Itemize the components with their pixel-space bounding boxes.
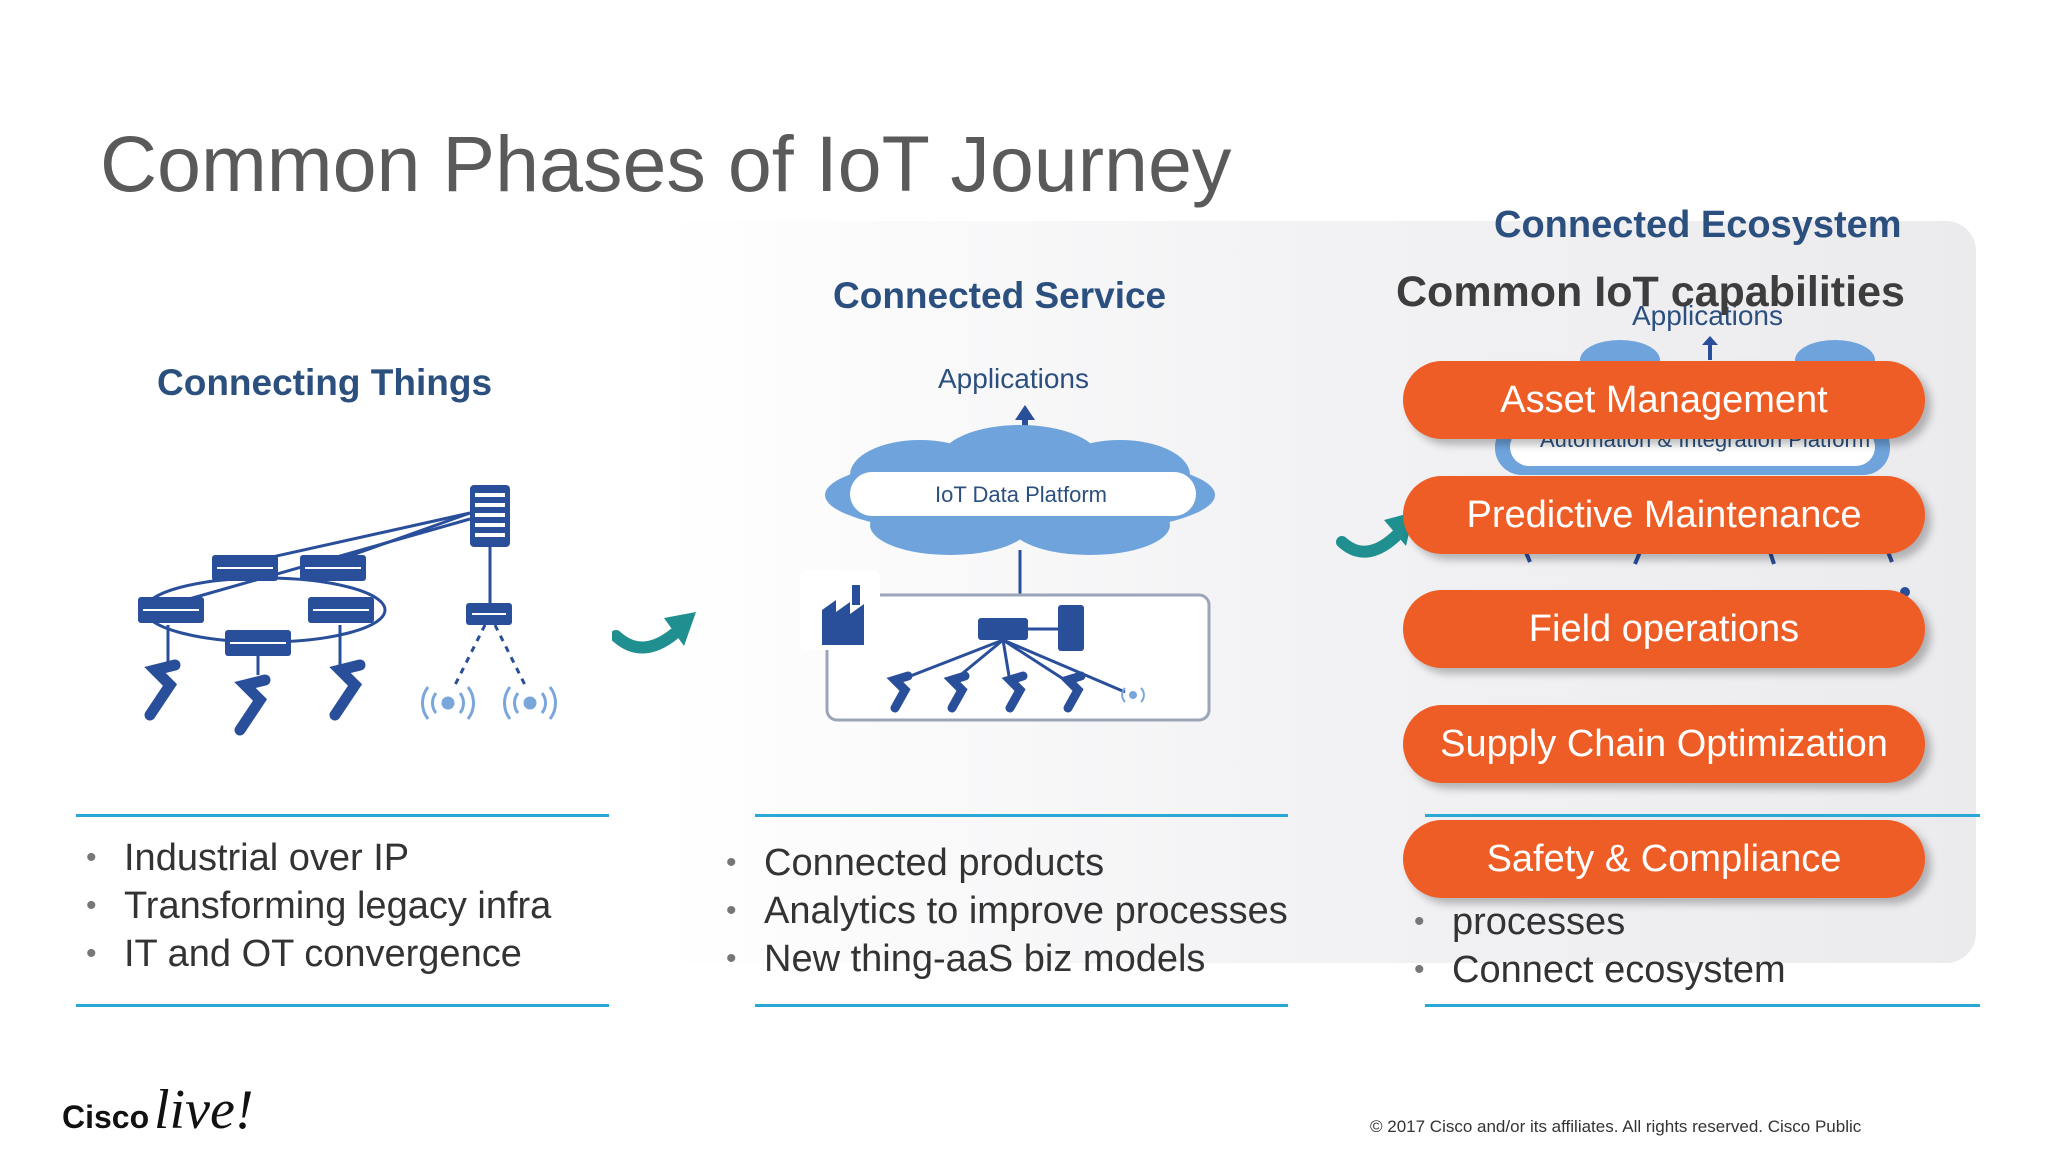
bullet-item: IT and OT convergence [86, 930, 551, 978]
svg-text:Cisco: Cisco [62, 1099, 149, 1135]
copyright-notice: © 2017 Cisco and/or its affiliates. All … [1370, 1117, 1862, 1136]
robot-arm-icon [329, 659, 366, 721]
capability-safety-compliance-button[interactable]: Safety & Compliance [1403, 820, 1925, 898]
platform-label: IoT Data Platform [935, 482, 1107, 507]
robot-arm-icon [144, 659, 181, 721]
capability-field-operations-button[interactable]: Field operations [1403, 590, 1925, 668]
svg-text:live!: live! [154, 1079, 253, 1138]
robot-arm-icon [234, 674, 271, 736]
switch-icon [978, 618, 1028, 640]
wireless-icon [1121, 687, 1145, 703]
robot-arm-icon [943, 671, 970, 713]
divider-top [76, 814, 609, 817]
divider-top [755, 814, 1288, 817]
bullet-item: Analytics to improve processes [726, 887, 1288, 935]
robot-arm-icon [1059, 671, 1086, 713]
robot-arm-icon [886, 671, 913, 713]
divider-bottom [755, 1004, 1288, 1007]
capability-asset-management-button[interactable]: Asset Management [1403, 361, 1925, 439]
bullet-item: Industrial over IP [86, 834, 551, 882]
divider-bottom [76, 1004, 609, 1007]
connecting-things-diagram [138, 485, 557, 736]
progress-arrow-icon [612, 612, 696, 654]
factory-icon [822, 585, 864, 645]
phase-title-connecting-things: Connecting Things [157, 362, 493, 403]
capabilities-heading: Common IoT capabilities [1396, 268, 1905, 316]
bullet-item: processes [1414, 898, 1786, 946]
bullet-item: Connect ecosystem [1414, 946, 1786, 994]
connected-service-diagram [800, 405, 1215, 722]
capability-predictive-maintenance-button[interactable]: Predictive Maintenance [1403, 476, 1925, 554]
applications-label: Applications [938, 363, 1089, 394]
divider-top [1425, 814, 1980, 817]
phase-bullets-connected-service: Connected products Analytics to improve … [726, 839, 1288, 983]
capability-supply-chain-optimization-button[interactable]: Supply Chain Optimization [1403, 705, 1925, 783]
cisco-live-logo: Cisco live! [62, 1079, 253, 1138]
connected-ecosystem-diagram [1495, 336, 1910, 597]
divider-bottom [1425, 1004, 1980, 1007]
applications-label: Applications [1632, 300, 1783, 331]
phase-bullets-connecting-things: Industrial over IP Transforming legacy i… [86, 834, 551, 978]
bullet-item: Connected products [726, 839, 1288, 887]
bullet-item: New thing-aaS biz models [726, 935, 1288, 983]
phase-title-connected-ecosystem: Connected Ecosystem [1494, 204, 1902, 246]
bullet-item: Transforming legacy infra [86, 882, 551, 930]
robot-arm-icon [1001, 671, 1028, 713]
server-icon [1058, 605, 1084, 651]
phase-bullets-connected-ecosystem: processes Connect ecosystem [1414, 898, 1786, 994]
phase-title-connected-service: Connected Service [833, 275, 1167, 316]
slide-title: Common Phases of IoT Journey [100, 119, 1232, 208]
